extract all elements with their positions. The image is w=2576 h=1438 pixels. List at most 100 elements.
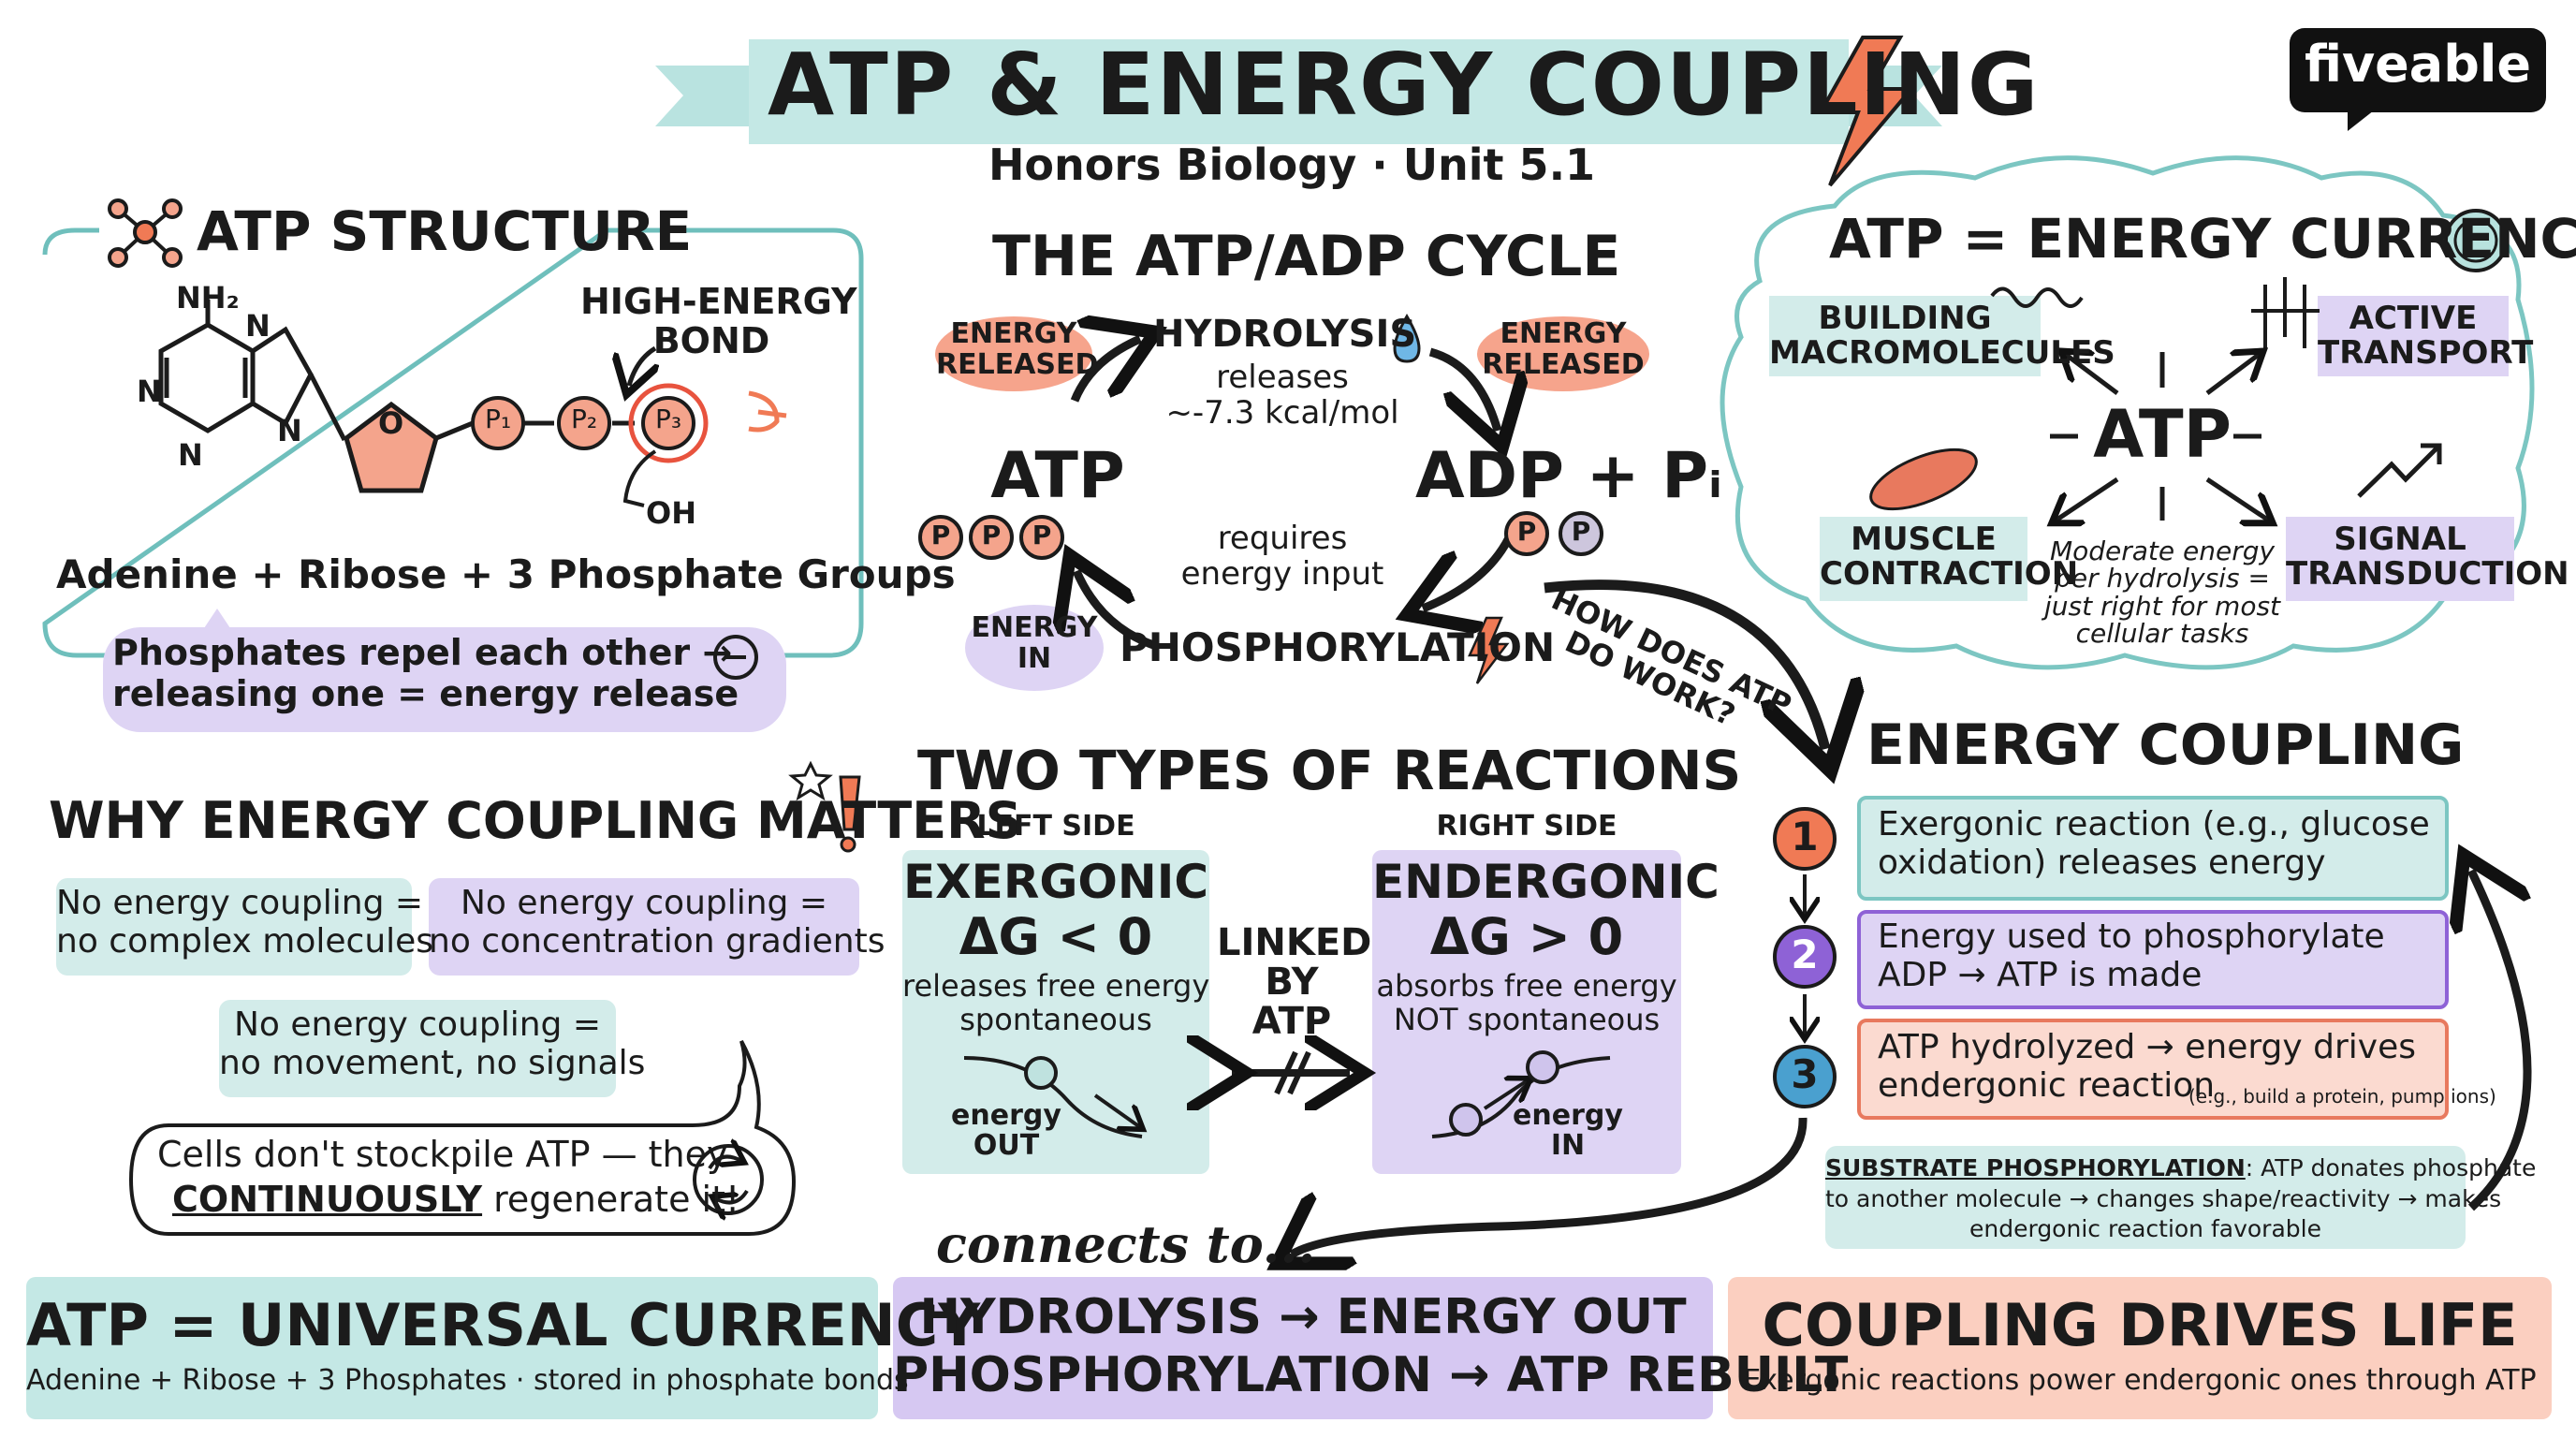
star-icon <box>788 760 833 801</box>
bubble-text-line1: Cells don't stockpile ATP — they <box>157 1134 728 1175</box>
why-box-3: No energy coupling = no movement, no sig… <box>219 1005 646 1083</box>
footer-left-sub: Adenine + Ribose + 3 Phosphates · stored… <box>26 1364 909 1397</box>
phosphate-2 <box>557 396 611 450</box>
step-3-number: 3 <box>1791 1051 1819 1097</box>
step-1-badge <box>1773 807 1837 871</box>
why-box-1: No energy coupling = no complex molecule… <box>56 884 434 961</box>
endergonic-desc: absorbs free energy NOT spontaneous <box>1376 968 1677 1037</box>
lightning-small-icon <box>1468 616 1510 684</box>
phosphate-3-label: P₃ <box>654 404 682 434</box>
exergonic-hill <box>963 1056 1142 1138</box>
connects-to-label: connects to... <box>936 1214 1316 1274</box>
page-title: ATP & ENERGY COUPLING <box>768 35 2041 135</box>
ribose-ring <box>344 401 439 493</box>
why-box-2: No energy coupling = no concentration gr… <box>429 884 886 961</box>
substrate-text: : ATP donates phosphate to another molec… <box>1825 1154 2537 1242</box>
n-label: N <box>137 374 162 409</box>
bond-arrow <box>629 345 655 386</box>
step-2-number: 2 <box>1791 932 1819 977</box>
bubble-suffix: regenerate it! <box>482 1179 740 1220</box>
repel-note: Phosphates repel each other → releasing … <box>112 632 739 714</box>
loop-arrow <box>2471 871 2532 1211</box>
hydrolysis-label: HYDROLYSIS <box>1153 313 1417 356</box>
currency-heading: ATP = ENERGY CURRENCY <box>1829 207 2576 271</box>
structure-frame <box>42 227 864 658</box>
why-heading: WHY ENERGY COUPLING MATTERS <box>49 791 1022 850</box>
p-label: P <box>1571 516 1591 547</box>
releases-label: releases ~-7.3 kcal/mol <box>1165 359 1399 433</box>
water-drop-icon <box>1393 314 1421 363</box>
footer-mid-line2: PHOSPHORYLATION → ATP REBUILT <box>893 1347 1849 1403</box>
requires-label: requires energy input <box>1180 520 1384 594</box>
p-label: P <box>1516 516 1537 547</box>
linked-by-atp: LINKED BY ATP <box>1217 921 1372 1043</box>
high-energy-bond-label: HIGH-ENERGY BOND <box>580 281 857 361</box>
energy-released-right: ENERGY RELEASED <box>1482 317 1645 381</box>
footer-right-sub: Exergonic reactions power endergonic one… <box>1743 1364 2537 1397</box>
p-label: P <box>1032 520 1052 550</box>
n-label: N <box>245 308 271 344</box>
connects-arrow <box>1292 1117 1808 1255</box>
repel-note-bg <box>103 627 786 732</box>
left-side-label: LEFT SIDE <box>976 810 1135 843</box>
phosphate-1 <box>471 396 525 450</box>
signal-label: SIGNAL TRANSDUCTION <box>2286 521 2569 593</box>
structure-caption: Adenine + Ribose + 3 Phosphate Groups <box>56 551 956 597</box>
reactions-heading: TWO TYPES OF REACTIONS <box>917 739 1742 802</box>
substrate-title: SUBSTRATE PHOSPHORYLATION <box>1825 1154 2246 1181</box>
step-1-number: 1 <box>1791 814 1819 859</box>
p-label: P <box>981 520 1002 550</box>
atp-label: ATP <box>990 439 1125 513</box>
endergonic-title: ENDERGONIC <box>1372 855 1720 909</box>
energy-released-left: ENERGY RELEASED <box>936 317 1099 381</box>
currency-center-atp: ATP <box>2093 396 2232 473</box>
transport-icon <box>2251 277 2320 348</box>
phosphate-1-label: P₁ <box>484 404 512 434</box>
title-ribbon <box>655 66 768 126</box>
transport-label: ACTIVE TRANSPORT <box>2318 300 2534 372</box>
cycle-heading: THE ATP/ADP CYCLE <box>992 224 1621 289</box>
phosphate-3 <box>641 396 695 450</box>
step-3-badge <box>1773 1045 1837 1108</box>
bubble-text-line2: CONTINUOUSLY regenerate it! <box>172 1179 740 1221</box>
n-label: N <box>277 413 302 448</box>
cycle-to-coupling-arrow <box>1544 580 1825 749</box>
exergonic-desc: releases free energy spontaneous <box>902 968 1210 1037</box>
currency-cloud <box>1720 155 2535 670</box>
endergonic-dg: ΔG > 0 <box>1429 907 1624 966</box>
step-1-text: Exergonic reaction (e.g., glucose oxidat… <box>1878 805 2430 883</box>
substrate-note: SUBSTRATE PHOSPHORYLATION: ATP donates p… <box>1825 1153 2536 1245</box>
energy-in-label: ENERGY IN <box>971 611 1098 675</box>
right-side-label: RIGHT SIDE <box>1436 810 1617 843</box>
logo-badge <box>2290 28 2546 112</box>
o-label: O <box>378 405 404 441</box>
minus-circle-icon <box>713 635 758 680</box>
speech-bubble <box>128 1040 797 1236</box>
fiveable-logo[interactable]: fiveable <box>2304 35 2532 94</box>
chain-icon <box>1990 286 2084 308</box>
adp-label: ADP + Pᵢ <box>1415 439 1722 513</box>
footer-right-title: COUPLING DRIVES LIFE <box>1762 1291 2518 1359</box>
exergonic-dg: ΔG < 0 <box>959 907 1153 966</box>
page-subtitle: Honors Biology · Unit 5.1 <box>988 139 1596 190</box>
continuously-emphasis: CONTINUOUSLY <box>172 1179 483 1220</box>
step-2-badge <box>1773 925 1837 989</box>
step-2-text: Energy used to phosphorylate ADP → ATP i… <box>1878 917 2385 995</box>
exergonic-title: EXERGONIC <box>902 855 1209 909</box>
oh-label: OH <box>646 495 696 531</box>
burst-icon <box>748 390 787 433</box>
nh2-label: NH₂ <box>176 280 240 315</box>
step-3-small: (e.g., build a protein, pump ions) <box>2188 1085 2496 1108</box>
atp-phosphates <box>918 515 1064 560</box>
muscle-label: MUSCLE CONTRACTION <box>1820 521 2079 593</box>
phosphate-2-label: P₂ <box>570 404 598 434</box>
phosphate-3-halo <box>628 383 709 463</box>
exclaim-icon <box>839 775 861 831</box>
adenine-ring <box>158 300 347 442</box>
endergonic-hill <box>1431 1050 1611 1138</box>
structure-heading: ATP STRUCTURE <box>197 199 693 263</box>
molecule-icon <box>108 198 183 268</box>
footer-left-title: ATP = UNIVERSAL CURRENCY <box>26 1291 981 1359</box>
